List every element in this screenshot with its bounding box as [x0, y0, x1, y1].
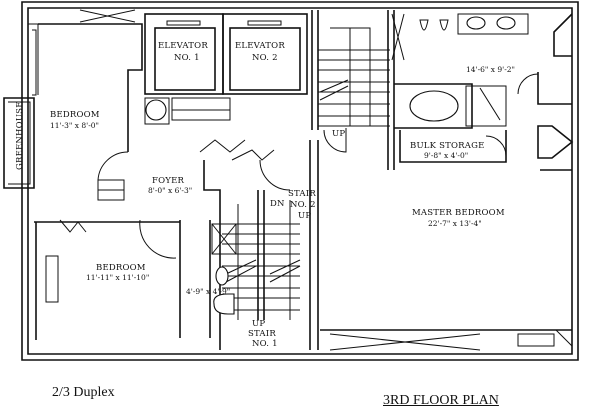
foyer-name: FOYER [152, 176, 184, 186]
door-swing [517, 73, 539, 95]
small-bath-dims: 4'-9" x 4'-9" [186, 287, 230, 296]
outer-wall-inner [27, 7, 573, 355]
greenhouse-wall [3, 97, 35, 189]
bifold-door-icon [231, 149, 275, 161]
radiator-icon [45, 255, 59, 303]
bulk-storage-dims: 9'-8" x 4'-0" [424, 151, 468, 160]
sink-icon [496, 16, 516, 30]
upper-stair-up-label: UP [332, 129, 345, 139]
bulk-storage-room [399, 125, 574, 171]
shower-icon [211, 223, 237, 255]
door-swing [259, 159, 291, 191]
elevator-1-car [154, 27, 216, 91]
sink-icon [466, 16, 486, 30]
elevator-1-number: NO. 1 [174, 53, 200, 63]
bathtub-icon [409, 90, 459, 122]
stair-treads [318, 49, 390, 127]
stair-2-direction: UP [298, 211, 311, 221]
bifold-door-icon [199, 139, 246, 153]
outer-wall [21, 1, 579, 361]
floor-plan-title: 3RD FLOOR PLAN [383, 393, 499, 408]
greenhouse-label: GREENHOUSE [15, 101, 25, 170]
stair-down-label: DN [270, 199, 285, 209]
shower-icon [465, 85, 507, 127]
bulk-storage-name: BULK STORAGE [410, 141, 485, 151]
elevator-2-door [247, 20, 282, 26]
stair-1-and-2 [222, 190, 301, 320]
foyer-area [97, 139, 319, 350]
room-labels: BEDROOM 11'-3" x 8'-0" GREENHOUSE ELEVAT… [15, 41, 515, 349]
door-swing [97, 151, 129, 181]
greenhouse-wall-inner [8, 101, 31, 185]
window-icon [32, 29, 37, 96]
duplex-label: 2/3 Duplex [52, 385, 115, 400]
elevator-2-name: ELEVATOR [235, 41, 285, 51]
bedroom-small-name: BEDROOM [50, 110, 100, 120]
elevator-2-shaft [222, 13, 308, 95]
stair-1-number: NO. 1 [252, 339, 278, 349]
door-swing [485, 135, 507, 157]
stair-treads [222, 223, 300, 311]
sink-icon [213, 293, 235, 315]
door-swing [323, 128, 347, 153]
toilet-icon [419, 19, 449, 31]
stair-2-number: NO. 2 [290, 200, 316, 210]
foyer-dims: 8'-0" x 6'-3" [148, 186, 192, 195]
bedroom-large-dims: 11'-11" x 11'-10" [86, 273, 149, 282]
master-bedroom-dims: 22'-7" x 13'-4" [428, 219, 482, 228]
master-bedroom-name: MASTER BEDROOM [412, 208, 505, 218]
master-closet [320, 329, 573, 351]
elevator-2-number: NO. 2 [252, 53, 278, 63]
exterior-walls [3, 1, 579, 361]
elevator-shafts [144, 13, 308, 125]
elevator-2-car [229, 27, 301, 91]
round-fixture-icon [145, 99, 167, 121]
closet-door-icon [79, 9, 136, 23]
small-bath-room [179, 220, 237, 338]
door-swing [139, 219, 177, 259]
elevator-1-door [166, 20, 201, 26]
closet-door-icon [329, 333, 481, 351]
stair-2-name: STAIR [288, 189, 316, 199]
bedroom-small-room [28, 9, 143, 152]
bedroom-large-room [34, 219, 180, 340]
bedroom-small-dims: 11'-3" x 8'-0" [50, 121, 99, 130]
master-bath-room [394, 13, 573, 129]
stair-1-name: STAIR [248, 329, 276, 339]
bedroom-large-name: BEDROOM [96, 263, 146, 273]
toilet-icon [215, 266, 229, 286]
stair-1-direction: UP [252, 319, 265, 329]
upper-stair [311, 10, 405, 170]
closet-icon [537, 125, 574, 159]
bifold-door-icon [59, 219, 87, 233]
vanity-icon [457, 13, 529, 35]
master-bath-dims: 14'-6" x 9'-2" [466, 65, 515, 74]
elevator-1-name: ELEVATOR [158, 41, 208, 51]
